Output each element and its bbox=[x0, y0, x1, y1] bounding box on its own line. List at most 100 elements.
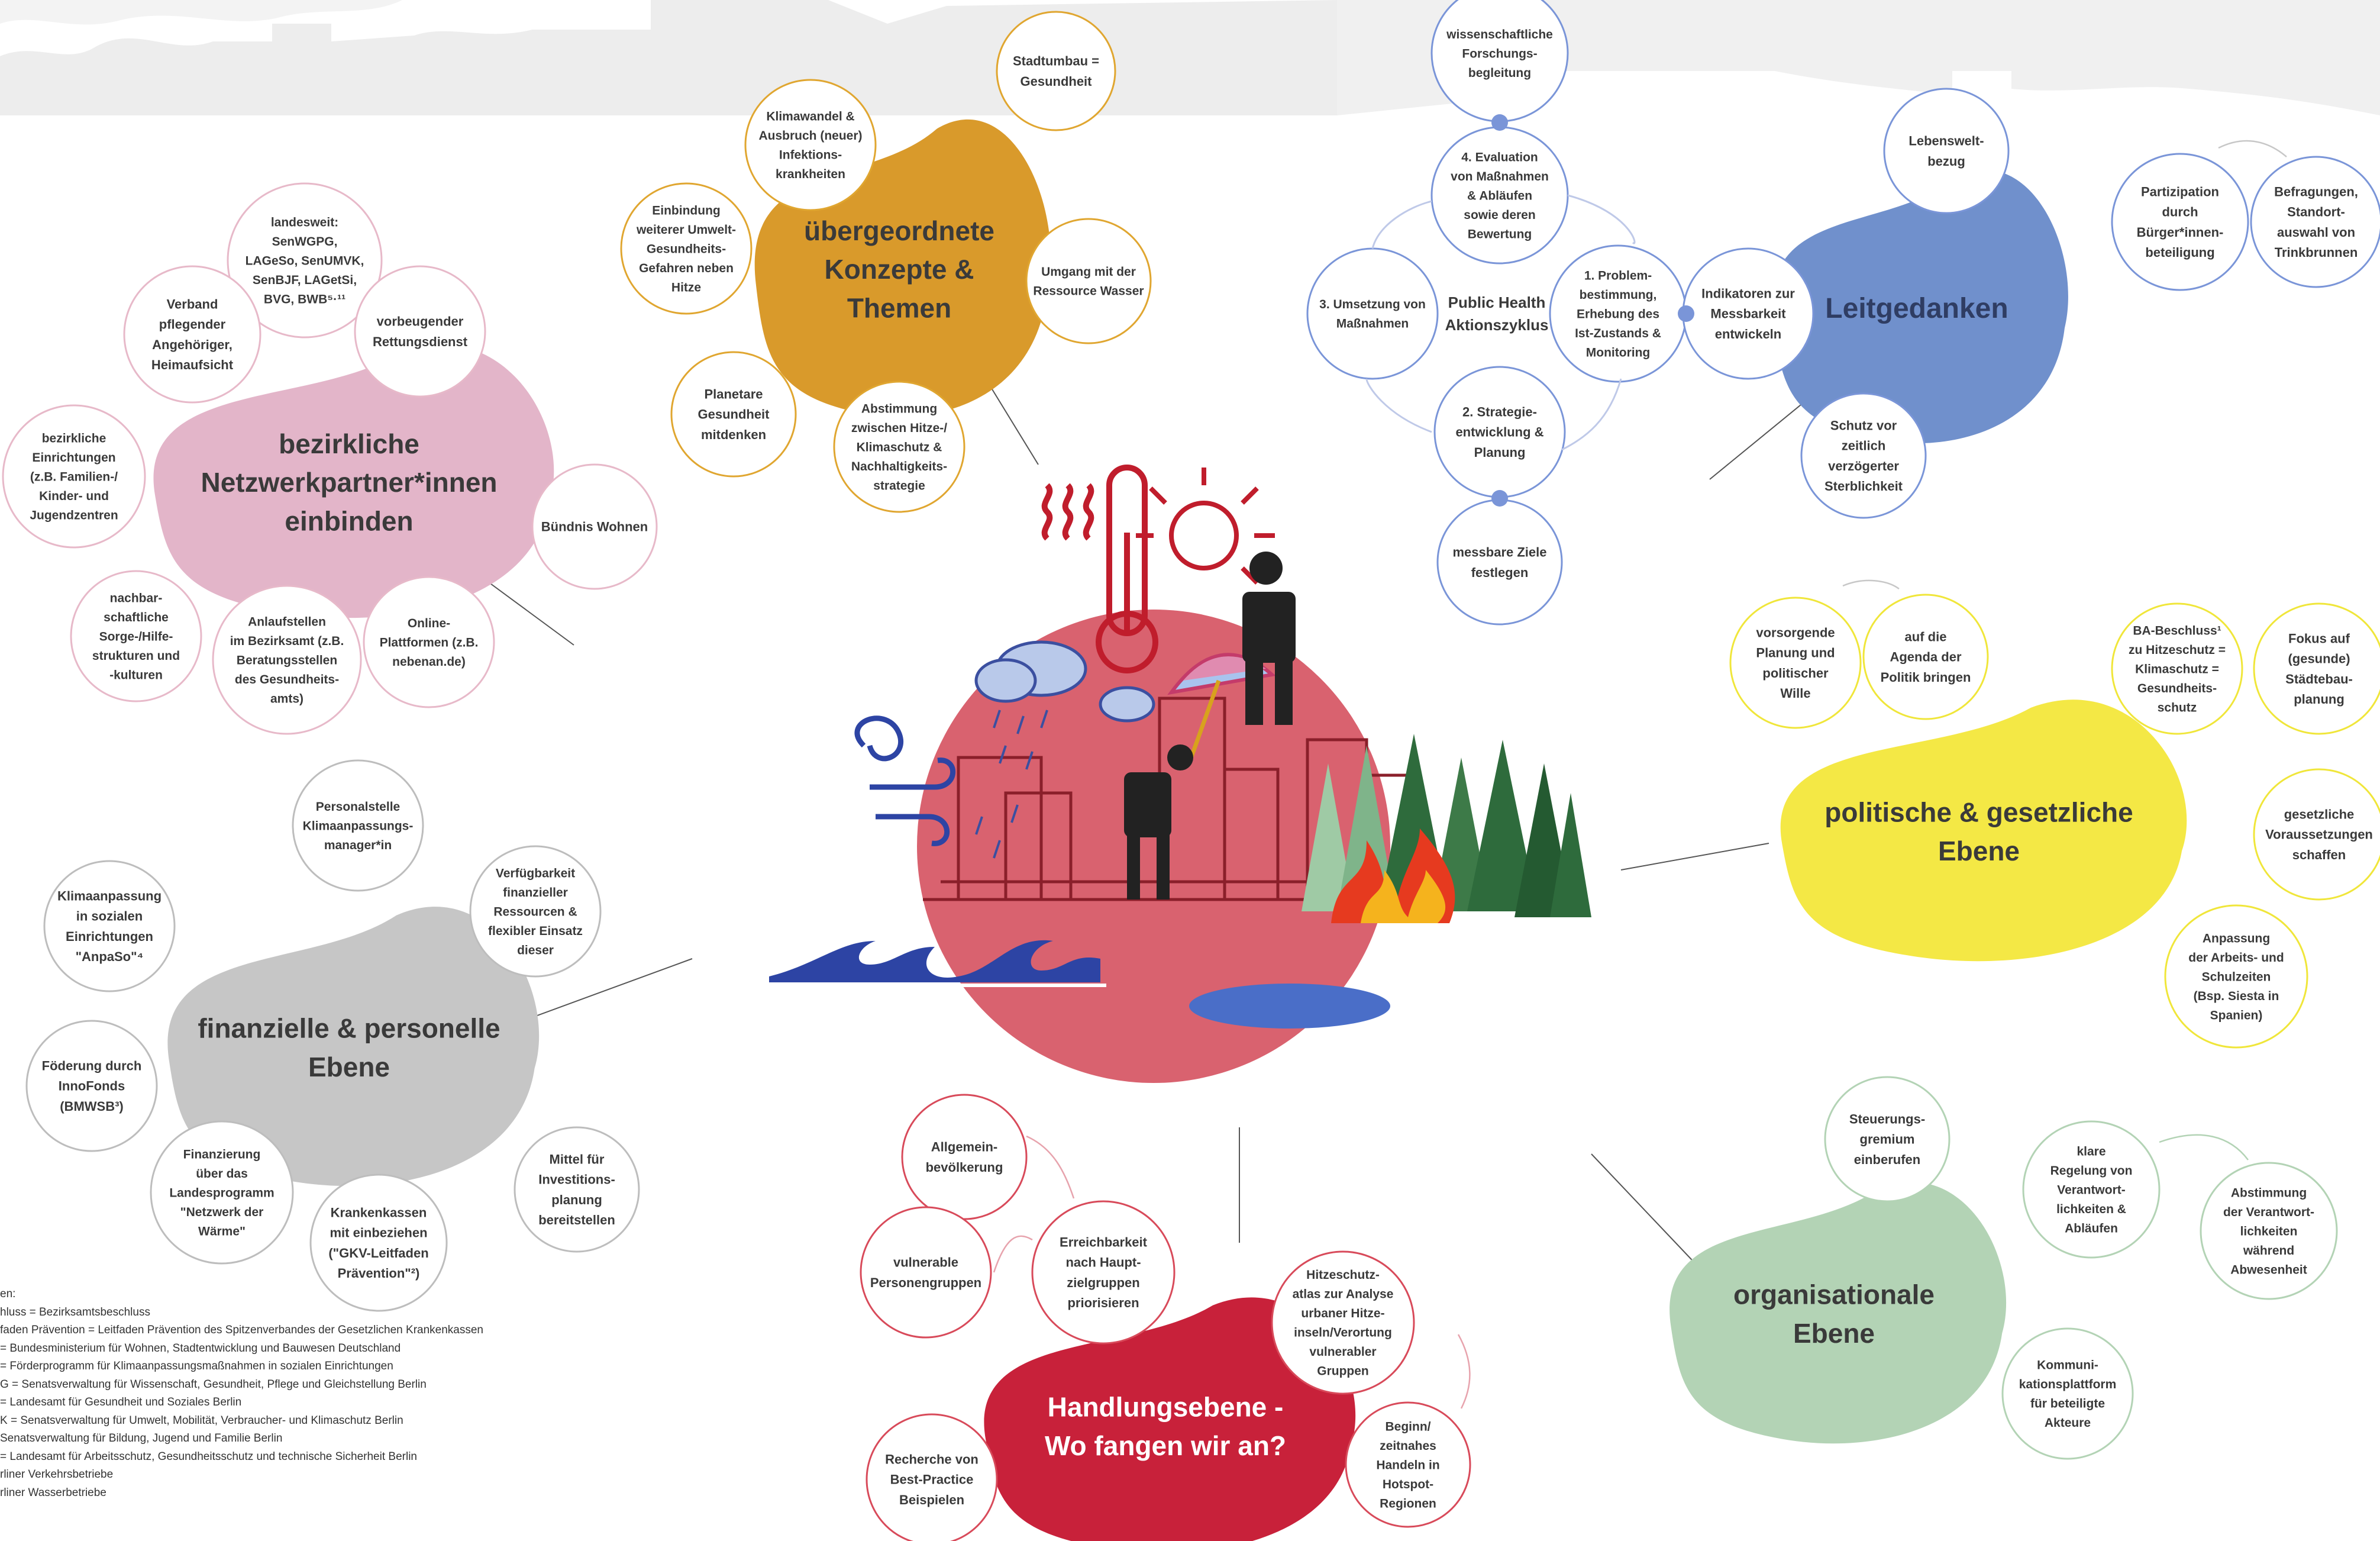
node-circle bbox=[363, 576, 495, 708]
node-circle bbox=[123, 265, 261, 404]
cycle-connector-dot bbox=[1678, 305, 1694, 322]
wind-icon bbox=[854, 715, 956, 846]
hub-handlung: Handlungsebene -Wo fangen wir an? bbox=[984, 1297, 1356, 1541]
legend-line: = Landesamt für Arbeitsschutz, Gesundhei… bbox=[0, 1450, 417, 1463]
node-circle bbox=[292, 759, 424, 892]
hub-title: Leitgedanken bbox=[1825, 293, 2008, 324]
node-konzepte-2: Klimawandel &Ausbruch (neuer)Infektions-… bbox=[744, 79, 877, 211]
legend-line: = Bundesministerium für Wohnen, Stadtent… bbox=[0, 1342, 401, 1355]
legend-line: en: bbox=[0, 1288, 16, 1300]
rain-drops bbox=[975, 710, 1048, 859]
legend-line: Senatsverwaltung für Bildung, Jugend und… bbox=[0, 1432, 283, 1445]
cycle-arrows bbox=[1365, 121, 1686, 500]
node-circle bbox=[1031, 1200, 1176, 1345]
node-circle bbox=[469, 845, 602, 978]
node-label: Lebenswelt-bezug bbox=[1908, 134, 1984, 169]
nodes-netzwerk: landesweit:SenWGPG,LAGeSo, SenUMVK,SenBJ… bbox=[2, 182, 658, 735]
cycle-connector-dot bbox=[1491, 490, 1508, 507]
node-circle bbox=[1883, 88, 2010, 214]
node-circle bbox=[43, 860, 176, 992]
hub-title: Handlungsebene -Wo fangen wir an? bbox=[1045, 1391, 1286, 1461]
fire-icon bbox=[1331, 828, 1455, 923]
legend-line: faden Prävention = Leitfaden Prävention … bbox=[0, 1324, 483, 1336]
legend-line: rliner Wasserbetriebe bbox=[0, 1486, 106, 1499]
connector-organisational bbox=[1591, 1153, 1701, 1270]
node-circle bbox=[1824, 1076, 1950, 1203]
node-leitgedanken-1: Lebenswelt-bezug bbox=[1883, 88, 2010, 214]
hub-blob bbox=[1669, 1182, 2007, 1444]
node-circle bbox=[25, 1020, 158, 1152]
connector-finanziell bbox=[514, 958, 693, 1024]
node-circle bbox=[2111, 153, 2249, 291]
hub-blob bbox=[1780, 699, 2187, 962]
node-circle bbox=[1025, 218, 1152, 344]
node-label: Allgemein-bevölkerung bbox=[926, 1140, 1003, 1175]
wave-icon bbox=[769, 940, 1390, 1029]
cycle-connector-dot bbox=[1491, 114, 1508, 131]
node-circle bbox=[860, 1206, 992, 1339]
node-circle bbox=[1271, 1250, 1415, 1395]
legend-line: K = Senatsverwaltung für Umwelt, Mobilit… bbox=[0, 1414, 403, 1427]
node-label: Stadtumbau =Gesundheit bbox=[1013, 54, 1099, 89]
hub-blob bbox=[167, 907, 540, 1187]
node-circle bbox=[309, 1174, 448, 1312]
node-circle bbox=[2253, 768, 2380, 901]
connector-politisch bbox=[1620, 843, 1769, 871]
node-circle bbox=[531, 463, 658, 590]
node-circle bbox=[1345, 1401, 1471, 1528]
node-circle bbox=[2022, 1120, 2161, 1259]
node-circle bbox=[1306, 247, 1439, 380]
node-label: Klimawandel &Ausbruch (neuer)Infektions-… bbox=[758, 110, 862, 182]
node-circle bbox=[2111, 602, 2243, 735]
